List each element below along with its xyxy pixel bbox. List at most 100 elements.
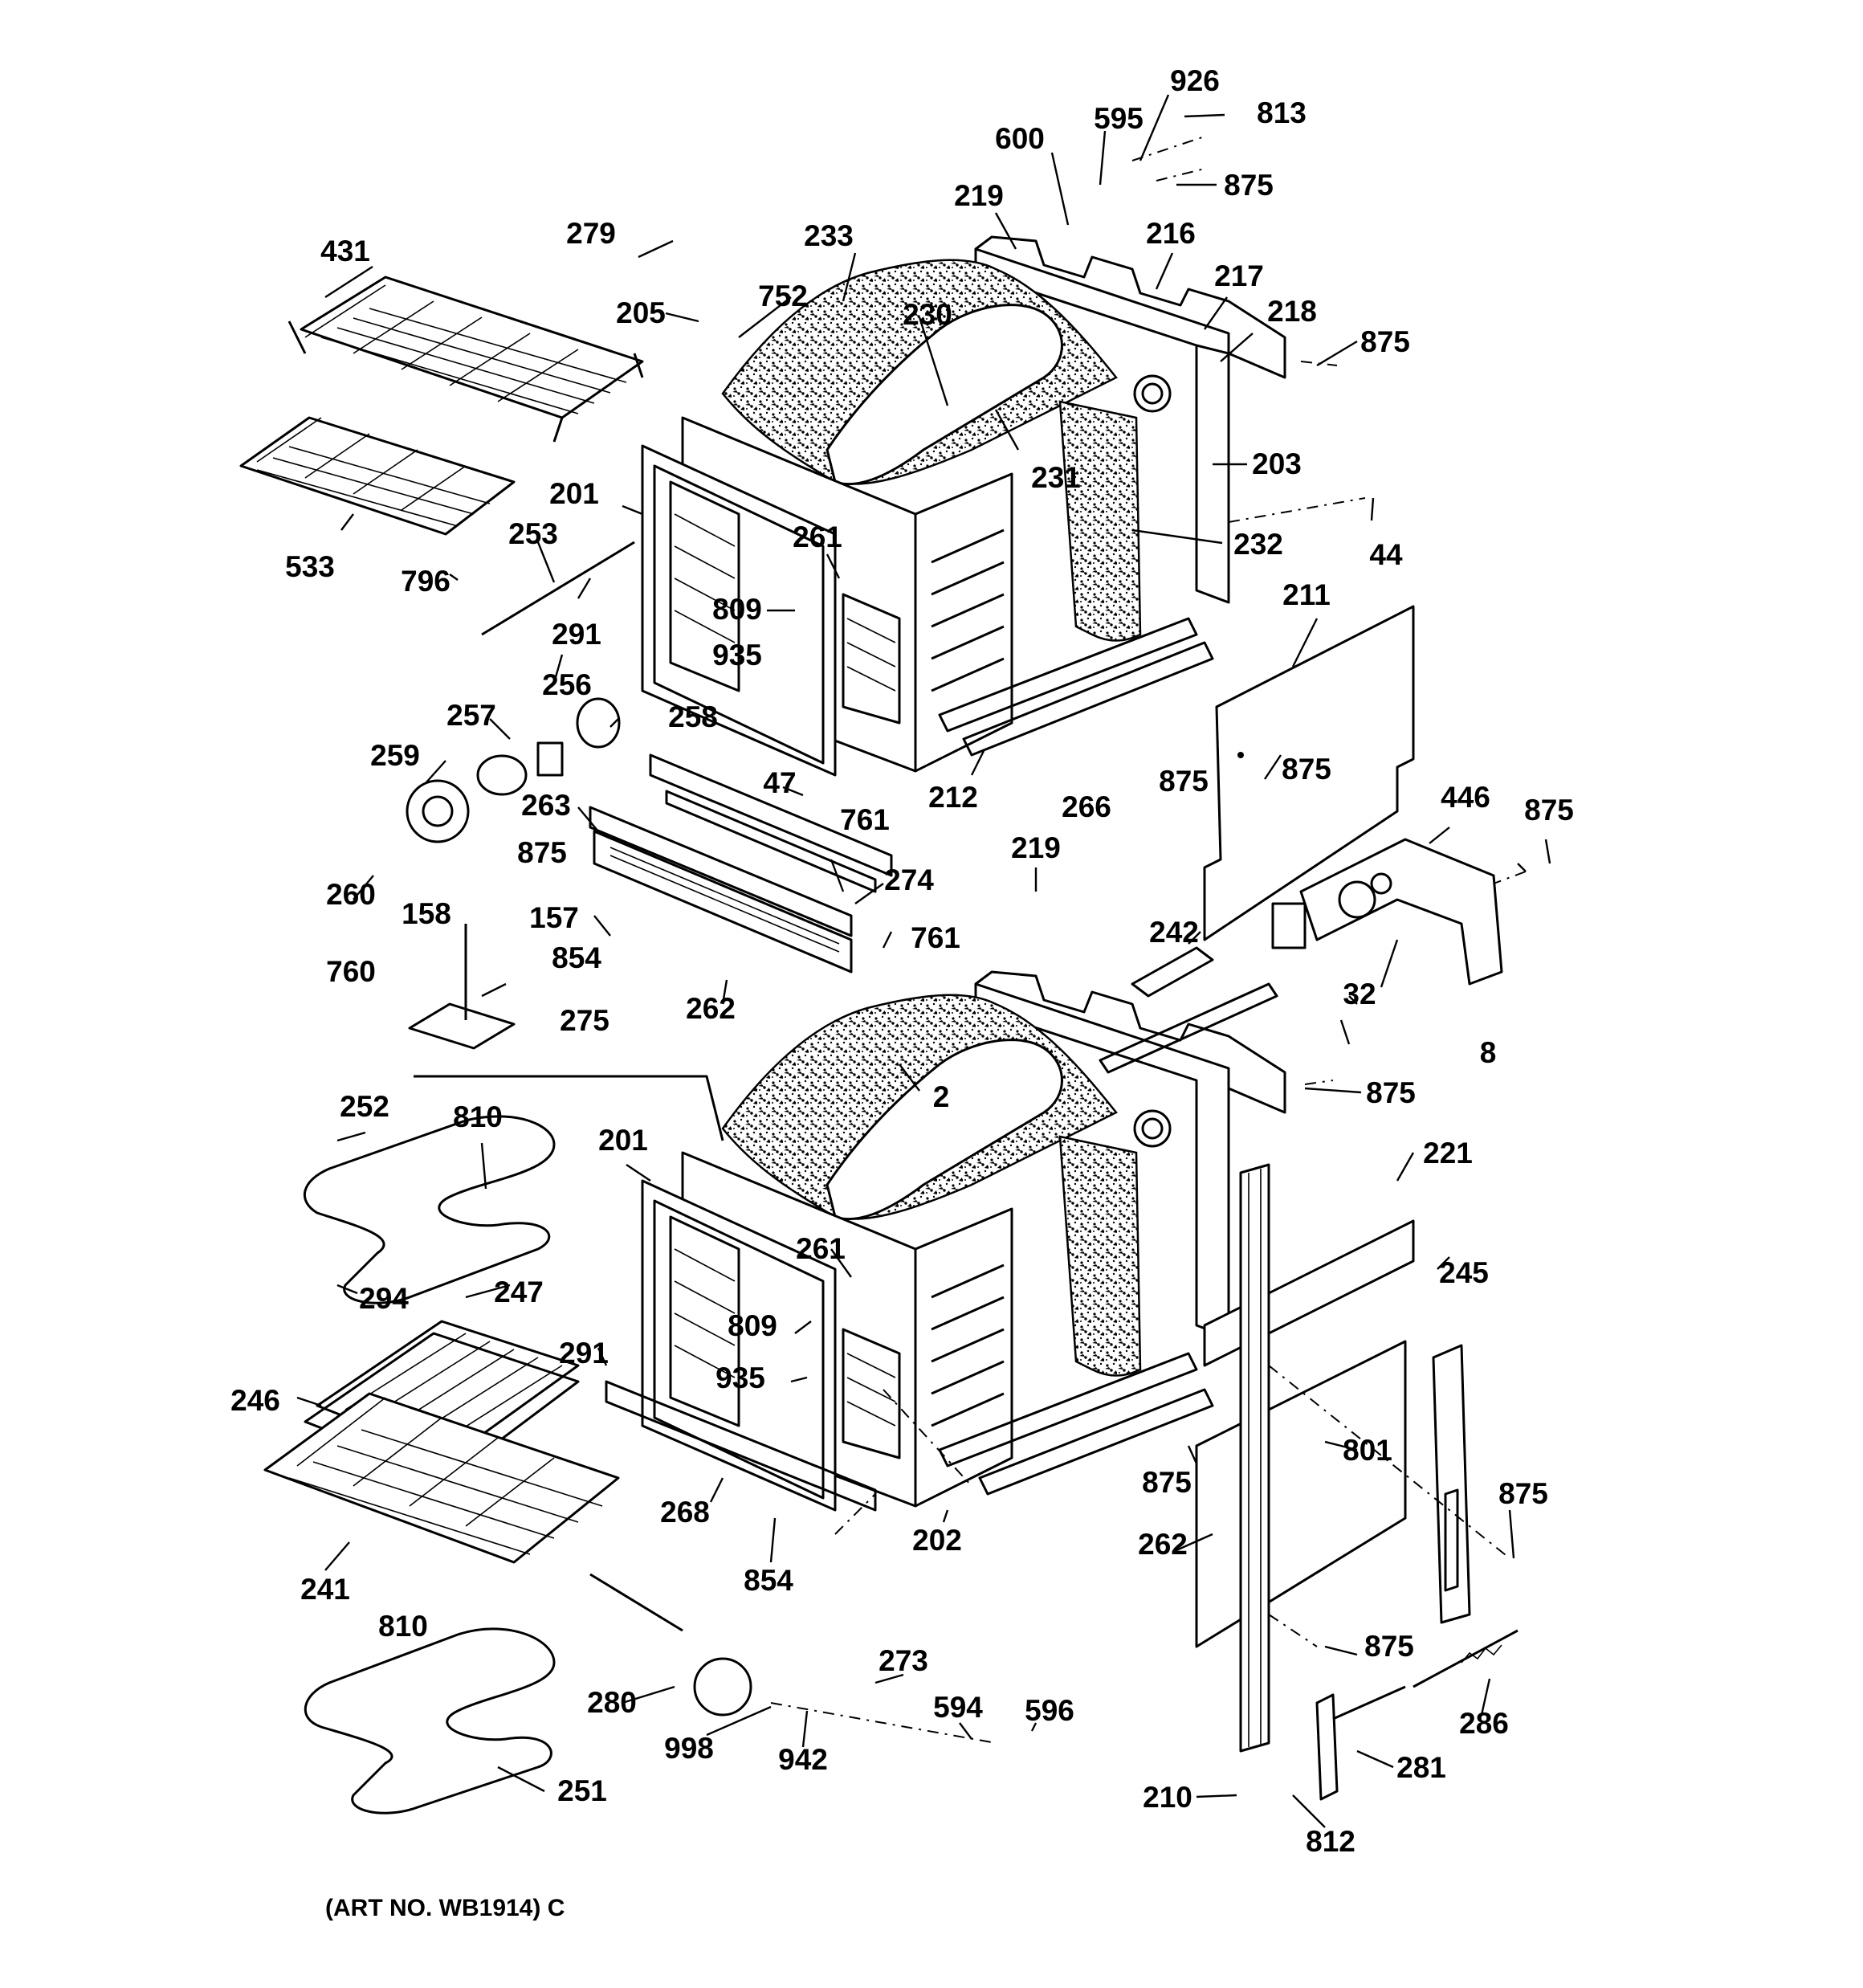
part-label: 262 <box>686 992 736 1025</box>
part-label: 258 <box>668 700 718 733</box>
part-label: 260 <box>326 878 376 911</box>
part-label: 32 <box>1343 978 1376 1010</box>
part-label: 854 <box>552 941 601 974</box>
part-labels: 926 813 600 595 875 219 216 217 218 875 … <box>230 64 1574 1858</box>
part-label: 8 <box>1480 1036 1497 1069</box>
part-label: 286 <box>1459 1707 1509 1740</box>
part-label: 275 <box>560 1004 609 1037</box>
part-label: 875 <box>1524 794 1574 827</box>
part-label: 263 <box>521 789 571 822</box>
part-label: 157 <box>529 901 579 934</box>
part-label: 875 <box>1498 1477 1548 1510</box>
part-label: 291 <box>559 1337 609 1370</box>
part-label: 257 <box>446 699 496 732</box>
part-label: 251 <box>557 1774 607 1807</box>
part-label: 221 <box>1423 1137 1473 1170</box>
art-number: (ART NO. WB1914) C <box>325 1895 565 1921</box>
part-label: 245 <box>1439 1256 1489 1289</box>
part-label: 796 <box>401 565 450 598</box>
part-label: 875 <box>1282 753 1331 786</box>
part-label: 47 <box>763 766 796 799</box>
part-label: 203 <box>1252 447 1302 480</box>
part-label: 761 <box>911 921 960 954</box>
part-label: 291 <box>552 618 601 651</box>
part-label: 268 <box>660 1496 710 1529</box>
part-label: 813 <box>1257 96 1307 129</box>
part-label: 875 <box>1366 1076 1416 1109</box>
part-label: 217 <box>1214 259 1264 292</box>
part-label: 595 <box>1094 102 1143 135</box>
part-label: 261 <box>796 1232 846 1265</box>
vent-duct-parts <box>589 753 1278 1074</box>
part-label: 202 <box>912 1524 962 1557</box>
part-label: 44 <box>1369 538 1403 571</box>
part-label: 252 <box>340 1090 389 1123</box>
part-label: 216 <box>1146 217 1196 250</box>
part-label: 279 <box>566 217 616 250</box>
part-label: 594 <box>933 1691 983 1724</box>
part-label: 600 <box>995 122 1045 155</box>
part-label: 998 <box>664 1732 714 1765</box>
part-label: 875 <box>1159 765 1209 798</box>
part-label: 218 <box>1267 295 1317 328</box>
part-label: 247 <box>494 1276 544 1308</box>
part-label: 281 <box>1396 1751 1446 1784</box>
part-label: 262 <box>1138 1528 1188 1561</box>
part-label: 926 <box>1170 64 1220 97</box>
part-label: 246 <box>230 1384 280 1417</box>
part-label: 809 <box>712 593 762 626</box>
part-label: 273 <box>879 1644 928 1677</box>
assembly-lines <box>414 136 1527 1744</box>
part-label: 875 <box>1224 169 1274 202</box>
part-label: 219 <box>1011 831 1061 864</box>
part-label: 801 <box>1343 1434 1392 1467</box>
part-label: 259 <box>370 739 420 772</box>
leader-lines <box>296 94 1551 1828</box>
part-label: 596 <box>1025 1694 1074 1727</box>
part-label: 533 <box>285 550 335 583</box>
part-label: 810 <box>453 1100 503 1133</box>
part-label: 212 <box>928 781 978 814</box>
part-label: 241 <box>300 1573 350 1606</box>
part-label: 231 <box>1031 461 1081 494</box>
part-label: 201 <box>549 477 599 510</box>
part-label: 875 <box>517 836 567 869</box>
part-label: 812 <box>1306 1825 1355 1858</box>
lower-oven-assembly <box>605 970 1286 1512</box>
part-label: 230 <box>903 298 952 331</box>
part-label: 942 <box>778 1743 828 1776</box>
part-label: 210 <box>1143 1781 1192 1814</box>
part-label: 233 <box>804 219 854 252</box>
part-label: 261 <box>793 520 842 553</box>
part-label: 2 <box>933 1080 950 1113</box>
part-label: 761 <box>840 803 890 836</box>
side-panels <box>1195 605 1503 1753</box>
part-label: 205 <box>616 296 666 329</box>
part-label: 875 <box>1142 1466 1192 1499</box>
part-label: 875 <box>1364 1630 1414 1663</box>
part-label: 809 <box>728 1309 777 1342</box>
part-label: 760 <box>326 955 376 988</box>
part-label: 280 <box>587 1686 637 1719</box>
part-label: 242 <box>1149 916 1199 949</box>
part-label: 810 <box>378 1610 428 1643</box>
part-label: 219 <box>954 179 1004 212</box>
part-label: 854 <box>744 1564 793 1597</box>
part-label: 253 <box>508 517 558 550</box>
part-label: 274 <box>884 863 934 896</box>
part-label: 935 <box>715 1361 765 1394</box>
part-label: 232 <box>1233 528 1283 561</box>
part-label: 875 <box>1360 325 1410 358</box>
part-label: 446 <box>1441 781 1490 814</box>
part-label: 431 <box>320 235 370 267</box>
accessory-parts <box>263 541 1519 1815</box>
part-label: 256 <box>542 668 592 701</box>
part-label: 201 <box>598 1124 648 1157</box>
part-label: 266 <box>1062 790 1111 823</box>
part-label: 294 <box>359 1282 409 1315</box>
part-label: 935 <box>712 639 762 672</box>
part-label: 158 <box>402 897 451 930</box>
part-label: 752 <box>758 280 808 312</box>
part-label: 211 <box>1282 578 1331 611</box>
